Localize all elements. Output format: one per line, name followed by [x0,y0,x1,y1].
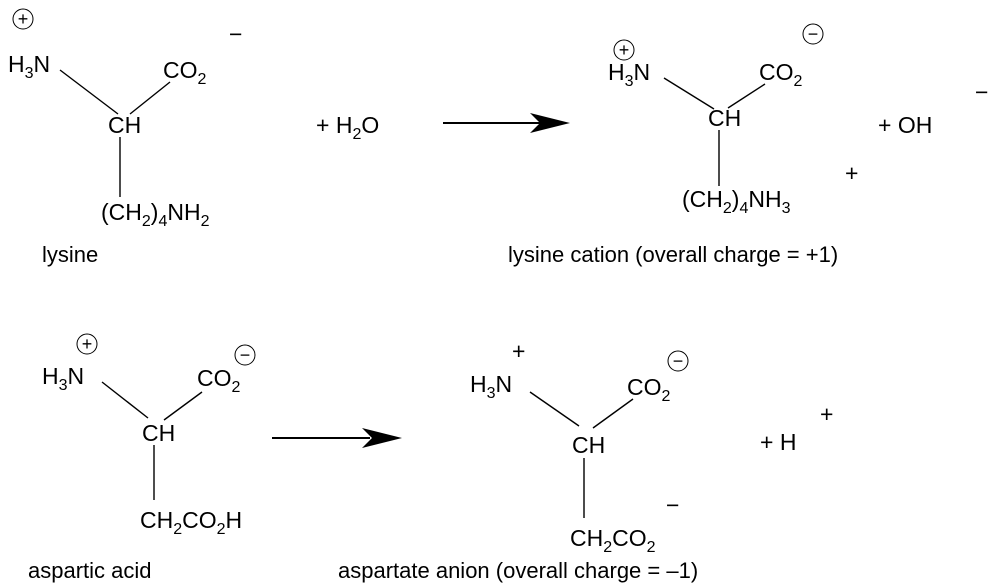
proton-product: + H [760,429,796,455]
lysine-caption: lysine [42,242,98,267]
side-chain: CH2CO2H [140,507,242,538]
ammonium-group: H3N [8,51,50,82]
lysine-cation-caption: lysine cation (overall charge = +1) [508,242,838,267]
ammonium-charge: + [619,40,630,60]
n-ca-bond [101,381,149,419]
carboxylate-charge: − [808,24,819,44]
positive-charge-circle-icon [76,333,98,355]
reaction-arrow-1 [443,113,570,133]
aspartate-anion-molecule: + H3N CO2 − CH CH2CO2 − aspartate anion … [338,338,698,583]
positive-charge-circle-icon [12,8,34,30]
aspartic-acid-caption: aspartic acid [28,558,152,583]
aspartate-anion-caption: aspartate anion (overall charge = –1) [338,558,698,583]
carboxylate-group: CO2 [759,59,803,90]
side-chain-charge: − [666,492,679,518]
carboxylate-charge: − [240,345,251,365]
side-chain: (CH2)4NH3 [682,186,791,217]
alpha-carbon: CH [108,112,141,138]
ca-c-bond [129,81,171,115]
proton-charge: + [820,401,833,427]
hydroxide-product: + OH [878,112,932,138]
carboxylate-charge: − [673,351,684,371]
n-ca-bond [59,69,119,115]
n-ca-bond [663,77,715,110]
positive-charge-circle-icon [613,39,635,61]
lysine-cation-molecule: + H3N CO2 − CH (CH2)4NH3 + lysine cation… [508,23,858,267]
side-chain: CH2CO2 [570,525,656,556]
ammonium-charge: + [18,9,29,29]
ammonium-group: H3N [470,371,512,402]
ca-c-bond [592,398,634,429]
negative-charge-circle-icon [234,344,256,366]
ammonium-charge: + [512,338,525,364]
lysine-molecule: + H3N CO2 − CH (CH2)4NH2 lysine [8,8,242,267]
negative-charge-circle-icon [667,350,689,372]
carboxylate-group: CO2 [197,365,241,396]
reaction-arrow-2 [272,428,402,448]
negative-charge-circle-icon [802,23,824,45]
ca-c-bond [727,83,766,109]
carboxylate-charge: − [229,21,242,47]
ammonium-charge: + [82,334,93,354]
side-chain-charge: + [845,160,858,186]
arrow-head-icon [530,113,570,133]
aspartic-acid-molecule: + H3N CO2 − CH CH2CO2H aspartic acid [28,333,256,583]
n-ca-bond [529,391,580,427]
ammonium-group: H3N [608,59,650,90]
water-reagent: + H2O [316,112,379,143]
alpha-carbon: CH [572,432,605,458]
alpha-carbon: CH [142,420,175,446]
ammonium-group: H3N [42,363,84,394]
hydroxide-charge: − [975,79,988,105]
alpha-carbon: CH [708,105,741,131]
ca-c-bond [163,391,203,421]
carboxylate-group: CO2 [627,374,671,405]
arrow-head-icon [362,428,402,448]
carboxylate-group: CO2 [163,57,207,88]
side-chain: (CH2)4NH2 [101,199,210,230]
